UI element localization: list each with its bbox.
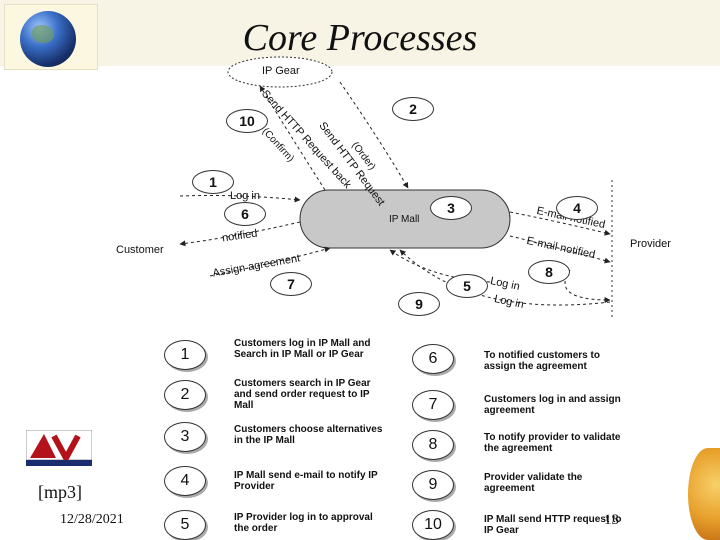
step-badge-1: 1 [192, 170, 234, 194]
step-badge-2: 2 [392, 97, 434, 121]
table-num-2: 2 [164, 380, 206, 410]
table-text-1: Customers log in IP Mall and Search in I… [234, 338, 371, 360]
arrow-assign-agreement [209, 246, 331, 277]
page-number: 13 [604, 512, 619, 528]
arrow-notified-left [179, 221, 301, 247]
label-log-in-left: Log in [230, 190, 260, 202]
ip-gear-label: IP Gear [262, 65, 300, 77]
table-num-6: 6 [412, 344, 454, 374]
mp3-link[interactable]: [mp3] [38, 482, 82, 502]
step-badge-3: 3 [430, 196, 472, 220]
customer-label: Customer [116, 244, 164, 256]
table-text-5: IP Provider log in to approval the order [234, 512, 373, 534]
globe-icon [20, 11, 76, 67]
title-band [0, 0, 720, 66]
table-num-3: 3 [164, 422, 206, 452]
step-badge-6: 6 [224, 202, 266, 226]
arrow-email-notified-2 [509, 235, 611, 264]
arrow-email-notified-1 [509, 211, 611, 236]
table-num-4: 4 [164, 466, 206, 496]
provider-label: Provider [630, 238, 671, 250]
table-num-1: 1 [164, 340, 206, 370]
table-num-8: 8 [412, 430, 454, 460]
table-num-9: 9 [412, 470, 454, 500]
slide-date: 12/28/2021 [60, 512, 124, 527]
step-badge-8: 8 [528, 260, 570, 284]
table-num-5: 5 [164, 510, 206, 540]
corner-decoration [688, 448, 720, 540]
arrow-send-http-back [259, 85, 326, 191]
ip-gear-oval [227, 56, 333, 88]
step-badge-9: 9 [398, 292, 440, 316]
table-text-10: IP Mall send HTTP request to IP Gear [484, 514, 622, 536]
step-badge-5: 5 [446, 274, 488, 298]
table-num-7: 7 [412, 390, 454, 420]
table-text-3: Customers choose alternatives in the IP … [234, 424, 383, 446]
table-text-4: IP Mall send e-mail to notify IP Provide… [234, 470, 378, 492]
arrow-log-in-left [179, 195, 301, 203]
table-text-2: Customers search in IP Gear and send ord… [234, 378, 371, 411]
table-text-7: Customers log in and assign agreement [484, 394, 621, 416]
table-text-6: To notified customers to assign the agre… [484, 350, 600, 372]
arrow-log-in-right-2 [399, 249, 611, 306]
page-title: Core Processes [242, 17, 478, 59]
avectec-logo [26, 430, 92, 466]
table-num-10: 10 [412, 510, 454, 540]
globe-logo [4, 4, 98, 70]
step-badge-7: 7 [270, 272, 312, 296]
step-badge-4: 4 [556, 196, 598, 220]
arrow-provider-loop [564, 269, 611, 303]
ip-mall-label: IP Mall [389, 214, 420, 225]
table-text-8: To notify provider to validate the agree… [484, 432, 621, 454]
step-badge-10: 10 [226, 109, 268, 133]
table-text-9: Provider validate the agreement [484, 472, 583, 494]
arrow-send-http-request [339, 81, 409, 189]
